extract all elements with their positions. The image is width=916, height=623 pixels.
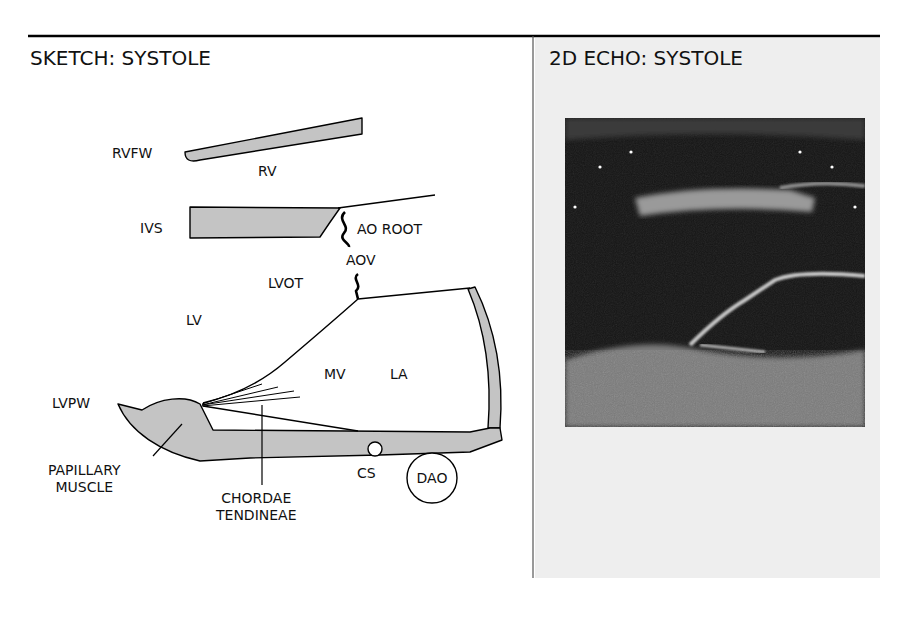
aortic-root-wall — [338, 195, 435, 208]
la-wall — [358, 288, 470, 299]
depth-marker — [830, 165, 833, 168]
structure-label: RVFW — [112, 145, 152, 162]
structure-label: CS — [357, 465, 376, 482]
echo-nearfield — [565, 118, 865, 140]
panel-heading: 2D ECHO: SYSTOLE — [549, 46, 743, 70]
vessel-circle: DAO — [406, 452, 458, 504]
aortic-valve-cusp — [356, 274, 359, 299]
structure-label: AO ROOT — [357, 221, 422, 238]
panel-heading: SKETCH: SYSTOLE — [30, 46, 211, 70]
mitral-leaflet — [203, 406, 358, 431]
structure-label: PAPILLARY MUSCLE — [48, 462, 121, 496]
echo-speckle — [565, 118, 865, 427]
heart-sketch — [118, 118, 502, 485]
rv-free-wall — [185, 118, 362, 161]
la-wall — [468, 287, 501, 428]
echo-markers — [573, 150, 856, 208]
echo-septum — [635, 189, 815, 216]
echo-posterior-tissue — [565, 344, 865, 427]
echo-aortic-root — [780, 183, 865, 188]
structure-label: LVPW — [52, 395, 90, 412]
leader-line — [153, 424, 182, 456]
echo-speckle — [565, 350, 865, 427]
depth-marker — [853, 205, 856, 208]
echo-la-wall — [690, 274, 865, 345]
structure-label: LA — [390, 366, 408, 383]
depth-marker — [598, 165, 601, 168]
structure-label: IVS — [140, 220, 163, 237]
structure-label: AOV — [346, 252, 376, 269]
circle-outline — [407, 453, 457, 503]
top-rule — [28, 35, 880, 38]
echo-ground — [565, 118, 865, 427]
depth-marker — [798, 150, 801, 153]
coronary-sinus — [368, 442, 382, 456]
aortic-valve-cusp — [342, 212, 349, 247]
depth-marker — [573, 205, 576, 208]
chordae — [202, 384, 300, 406]
structure-label: RV — [258, 163, 277, 180]
structure-label: MV — [324, 366, 346, 383]
panel-ground — [535, 38, 880, 578]
leader-line — [261, 405, 262, 485]
structure-label: CHORDAE TENDINEAE — [216, 490, 297, 524]
structure-label: LV — [186, 312, 202, 329]
panel-divider — [532, 36, 533, 578]
structure-label: LVOT — [268, 275, 303, 292]
echo-image — [565, 118, 865, 427]
depth-marker — [629, 150, 632, 153]
mitral-leaflet — [203, 299, 358, 403]
septum — [190, 207, 340, 238]
vessel-label: DAO — [417, 470, 448, 486]
posterior-wall — [118, 399, 502, 461]
